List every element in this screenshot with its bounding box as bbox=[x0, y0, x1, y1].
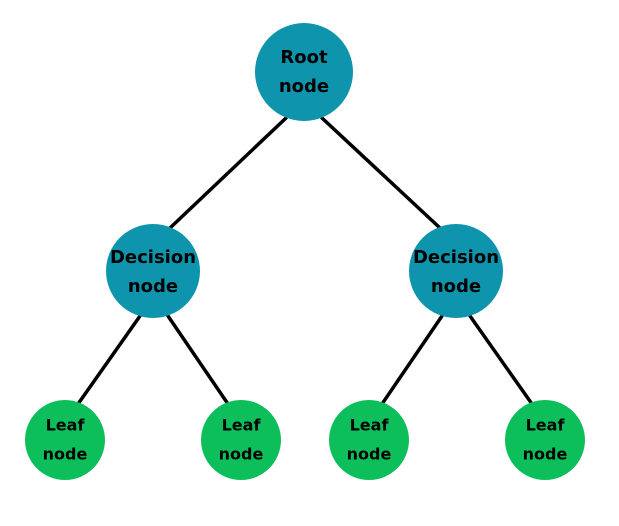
edge-root-decision-left bbox=[168, 116, 288, 230]
decision-node-left-label-line2: node bbox=[128, 276, 178, 297]
leaf-node-1-circle bbox=[25, 400, 105, 480]
decision-node-left-label-line1: Decision bbox=[110, 247, 196, 268]
decision-node-right-circle bbox=[409, 224, 503, 318]
root-node: Root node bbox=[255, 23, 353, 121]
leaf-node-4: Leaf node bbox=[505, 400, 585, 480]
edge-decision-left-leaf-1 bbox=[76, 314, 142, 406]
leaf-node-2-label-line2: node bbox=[219, 445, 264, 464]
leaf-node-2-circle bbox=[201, 400, 281, 480]
leaf-node-1-label-line1: Leaf bbox=[46, 416, 86, 435]
leaf-node-4-label-line1: Leaf bbox=[526, 416, 566, 435]
leaf-node-3-label-line2: node bbox=[347, 445, 392, 464]
root-node-label-line2: node bbox=[279, 76, 329, 97]
edge-decision-right-leaf-3 bbox=[380, 314, 444, 406]
leaf-node-3-label-line1: Leaf bbox=[350, 416, 390, 435]
decision-node-right-label-line1: Decision bbox=[413, 247, 499, 268]
decision-node-right: Decision node bbox=[409, 224, 503, 318]
tree-edges bbox=[76, 116, 534, 406]
root-node-circle bbox=[255, 23, 353, 121]
leaf-node-4-label-line2: node bbox=[523, 445, 568, 464]
edge-decision-left-leaf-2 bbox=[166, 314, 230, 406]
leaf-node-3: Leaf node bbox=[329, 400, 409, 480]
decision-node-left-circle bbox=[106, 224, 200, 318]
root-node-label-line1: Root bbox=[280, 47, 328, 68]
leaf-node-1: Leaf node bbox=[25, 400, 105, 480]
leaf-node-2-label-line1: Leaf bbox=[222, 416, 262, 435]
decision-node-left: Decision node bbox=[106, 224, 200, 318]
leaf-node-1-label-line2: node bbox=[43, 445, 88, 464]
leaf-node-3-circle bbox=[329, 400, 409, 480]
decision-node-right-label-line2: node bbox=[431, 276, 481, 297]
leaf-node-4-circle bbox=[505, 400, 585, 480]
leaf-node-2: Leaf node bbox=[201, 400, 281, 480]
edge-root-decision-right bbox=[320, 116, 442, 230]
edge-decision-right-leaf-4 bbox=[468, 314, 534, 406]
